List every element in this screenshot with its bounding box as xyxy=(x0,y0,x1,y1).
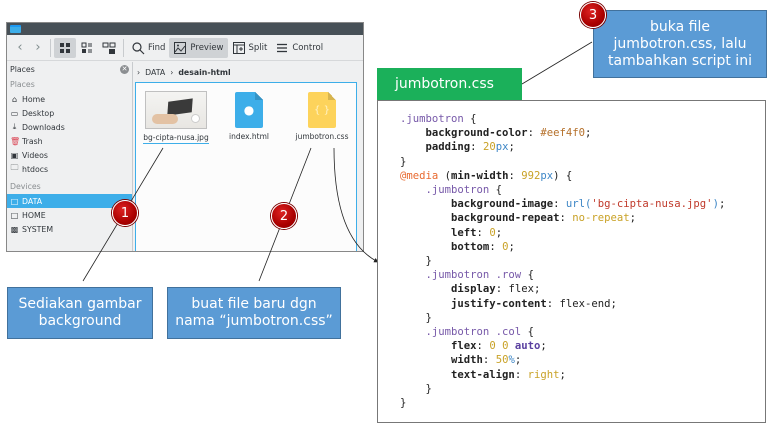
file-manager-window: ‹ › Find Preview Split Control xyxy=(6,22,364,252)
code-panel: .jumbotron { background-color: #eef4f0; … xyxy=(377,100,766,423)
compact-view-icon xyxy=(81,42,92,53)
split-icon xyxy=(232,41,245,54)
toolbar-separator xyxy=(50,38,51,57)
preview-button[interactable]: Preview xyxy=(169,37,228,58)
file-view: bg-cipta-nusa.jpg ● index.html { } jumbo… xyxy=(135,82,359,251)
control-label: Control xyxy=(292,42,324,53)
forward-button[interactable]: › xyxy=(35,40,41,55)
preview-icon xyxy=(174,41,187,54)
app-icon xyxy=(10,25,21,33)
drive-icon: □ xyxy=(10,210,19,220)
globe-icon: ● xyxy=(243,103,255,117)
device-label: HOME xyxy=(22,210,46,220)
place-item-trash[interactable]: 🗑︎Trash xyxy=(7,134,132,148)
braces-icon: { } xyxy=(314,105,330,116)
icons-view-button[interactable] xyxy=(54,37,76,58)
content-area: › DATA › desain-html bg-cipta-nusa.jpg ●… xyxy=(133,62,363,251)
devices-section-label: Devices xyxy=(10,182,41,191)
step-badge-2: 2 xyxy=(271,203,297,229)
file-item[interactable]: { } jumbotron.css xyxy=(285,91,359,141)
callout-box-2: buat file baru dgn nama “jumbotron.css” xyxy=(167,287,341,339)
callout-box-1: Sediakan gambar background xyxy=(7,287,153,339)
code-block: .jumbotron { background-color: #eef4f0; … xyxy=(400,113,726,410)
place-item-home[interactable]: ⌂ Home xyxy=(7,92,132,106)
desktop-icon: ▭ xyxy=(10,108,19,118)
video-icon: ▣ xyxy=(10,150,19,160)
step-badge-3: 3 xyxy=(580,2,606,28)
place-item-desktop[interactable]: ▭Desktop xyxy=(7,106,132,120)
breadcrumb-item[interactable]: DATA xyxy=(145,67,166,77)
find-label: Find xyxy=(148,42,166,53)
file-name: jumbotron.css xyxy=(295,132,349,141)
toolbar-separator xyxy=(123,38,124,57)
folder-icon: 🗀︎ xyxy=(10,163,19,172)
details-view-button[interactable] xyxy=(98,38,120,58)
breadcrumb: › DATA › desain-html xyxy=(133,62,363,82)
breadcrumb-current[interactable]: desain-html xyxy=(178,67,231,77)
split-label: Split xyxy=(248,42,268,53)
place-label: htdocs xyxy=(22,164,49,174)
file-manager-body: Places ✕ Places ⌂ Home ▭Desktop ⤓ Download… xyxy=(7,62,363,251)
search-icon xyxy=(132,41,145,54)
place-label: Trash xyxy=(22,136,43,146)
trash-icon: 🗑︎ xyxy=(10,136,21,146)
thumbnail-hand xyxy=(152,114,178,124)
file-name: bg-cipta-nusa.jpg xyxy=(143,133,209,144)
places-panel: Places ✕ Places ⌂ Home ▭Desktop ⤓ Download… xyxy=(7,62,133,251)
preview-label: Preview xyxy=(190,42,224,53)
html-file-icon: ● xyxy=(235,92,263,128)
control-button[interactable]: Control xyxy=(271,38,327,58)
device-label: DATA xyxy=(22,196,43,206)
toolbar: ‹ › Find Preview Split Control xyxy=(7,35,363,61)
thumbnail-cup xyxy=(191,114,200,123)
back-button[interactable]: ‹ xyxy=(17,40,23,55)
home-icon: ⌂ xyxy=(11,94,18,104)
compact-view-button[interactable] xyxy=(76,38,98,58)
code-filename-tag: jumbotron.css xyxy=(377,68,522,100)
details-view-icon xyxy=(102,42,116,54)
device-item-home[interactable]: □HOME xyxy=(7,208,132,222)
file-name: index.html xyxy=(229,132,269,141)
place-label: Desktop xyxy=(22,108,55,118)
place-label: Videos xyxy=(22,150,48,160)
place-item-downloads[interactable]: ⤓ Downloads xyxy=(7,120,132,134)
css-file-icon: { } xyxy=(308,92,336,128)
drive-icon: □ xyxy=(10,196,19,206)
close-panel-icon[interactable]: ✕ xyxy=(120,65,129,74)
device-item-system[interactable]: ▩SYSTEM xyxy=(7,222,132,236)
places-panel-title: Places xyxy=(10,65,35,74)
hamburger-menu-icon xyxy=(277,43,288,52)
breadcrumb-chevron-icon: › xyxy=(137,67,141,77)
places-section-label: Places xyxy=(10,80,35,89)
file-item[interactable]: bg-cipta-nusa.jpg xyxy=(139,91,213,144)
download-icon: ⤓ xyxy=(12,122,17,131)
file-item[interactable]: ● index.html xyxy=(212,91,286,141)
split-button[interactable]: Split xyxy=(228,38,272,58)
place-label: Home xyxy=(22,94,46,104)
place-label: Downloads xyxy=(22,122,65,132)
place-item-videos[interactable]: ▣Videos xyxy=(7,148,132,162)
drive-icon: ▩ xyxy=(10,224,19,234)
connector-line-tag xyxy=(521,41,593,85)
device-label: SYSTEM xyxy=(22,224,54,234)
find-button[interactable]: Find xyxy=(127,38,169,58)
place-item-htdocs[interactable]: 🗀︎htdocs xyxy=(7,162,132,176)
step-badge-1: 1 xyxy=(112,200,138,226)
icons-view-icon xyxy=(60,42,70,53)
image-thumbnail xyxy=(145,91,207,129)
callout-box-3: buka file jumbotron.css, lalu tambahkan … xyxy=(593,10,767,78)
breadcrumb-chevron-icon: › xyxy=(170,67,174,77)
window-titlebar xyxy=(7,23,363,35)
places-panel-header: Places ✕ xyxy=(7,62,132,77)
